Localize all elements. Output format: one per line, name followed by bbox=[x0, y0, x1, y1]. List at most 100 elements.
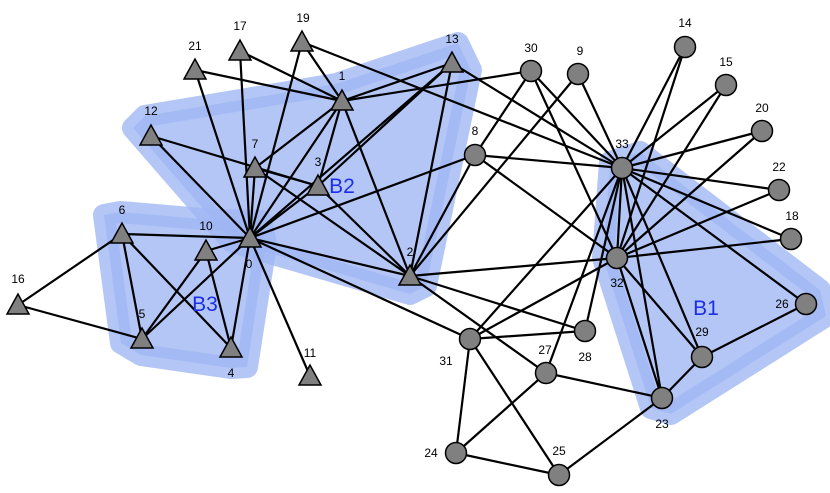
node-label-32: 32 bbox=[610, 276, 624, 290]
node-label-24: 24 bbox=[424, 446, 438, 460]
node-33-circle[interactable] bbox=[610, 156, 634, 180]
edge-1-30 bbox=[340, 69, 533, 103]
edge-6-16 bbox=[16, 232, 124, 307]
node-22-circle[interactable] bbox=[767, 178, 791, 202]
node-label-5: 5 bbox=[139, 307, 146, 321]
node-16-triangle[interactable] bbox=[5, 292, 31, 315]
node-23-circle[interactable] bbox=[650, 386, 674, 410]
edge-14-32 bbox=[615, 45, 687, 260]
node-labels: 0123456789101112131415161718192021222324… bbox=[11, 11, 799, 460]
edge-2-3 bbox=[316, 184, 412, 278]
node-1-triangle[interactable] bbox=[329, 88, 355, 111]
node-label-9: 9 bbox=[577, 44, 584, 58]
edge-1-19 bbox=[300, 40, 344, 103]
node-label-28: 28 bbox=[578, 350, 592, 364]
node-10-triangle[interactable] bbox=[193, 238, 219, 261]
node-label-13: 13 bbox=[445, 32, 459, 46]
edge-13-33 bbox=[450, 61, 624, 170]
edge-1-2 bbox=[340, 99, 412, 278]
node-3-triangle[interactable] bbox=[305, 173, 331, 196]
node-label-6: 6 bbox=[119, 203, 126, 217]
edge-1-13 bbox=[340, 61, 454, 103]
node-7-triangle[interactable] bbox=[242, 155, 268, 178]
edge-26-29 bbox=[700, 302, 808, 359]
node-label-3: 3 bbox=[315, 155, 322, 169]
node-label-27: 27 bbox=[538, 343, 552, 357]
edge-18-32 bbox=[615, 237, 793, 260]
edge-0-17 bbox=[238, 49, 252, 240]
node-29-circle[interactable] bbox=[690, 345, 714, 369]
edge-24-27 bbox=[454, 371, 548, 455]
node-label-1: 1 bbox=[339, 69, 346, 83]
edge-24-25 bbox=[454, 451, 561, 477]
edge-0-2 bbox=[248, 236, 412, 278]
node-label-29: 29 bbox=[695, 325, 709, 339]
edge-24-31 bbox=[454, 337, 472, 455]
node-12-triangle[interactable] bbox=[138, 123, 164, 146]
node-5-triangle[interactable] bbox=[129, 326, 155, 349]
node-label-15: 15 bbox=[719, 55, 733, 69]
block-hull-b2 bbox=[122, 32, 482, 305]
edge-2-8 bbox=[408, 153, 477, 278]
edge-0-8 bbox=[248, 153, 477, 240]
edge-0-19 bbox=[248, 40, 304, 240]
edge-3-12 bbox=[149, 134, 320, 188]
node-label-4: 4 bbox=[228, 366, 235, 380]
edge-15-33 bbox=[620, 83, 728, 170]
node-13-triangle[interactable] bbox=[439, 50, 465, 73]
edge-0-21 bbox=[193, 68, 252, 240]
edge-28-31 bbox=[468, 329, 587, 341]
node-11-triangle[interactable] bbox=[297, 363, 323, 386]
node-4-triangle[interactable] bbox=[218, 335, 244, 358]
node-24-circle[interactable] bbox=[444, 441, 468, 465]
node-25-circle[interactable] bbox=[547, 463, 571, 487]
edge-8-32 bbox=[473, 153, 619, 260]
node-6-triangle[interactable] bbox=[109, 221, 135, 244]
block-label-b1: B1 bbox=[693, 297, 719, 320]
node-20-circle[interactable] bbox=[750, 119, 774, 143]
node-30-circle[interactable] bbox=[519, 59, 543, 83]
block-label-b3: B3 bbox=[192, 293, 218, 316]
node-label-31: 31 bbox=[439, 354, 453, 368]
edge-31-33 bbox=[468, 166, 624, 341]
edge-0-11 bbox=[248, 236, 312, 378]
node-label-11: 11 bbox=[304, 346, 317, 360]
node-26-circle[interactable] bbox=[794, 292, 818, 316]
node-label-26: 26 bbox=[775, 297, 789, 311]
node-21-triangle[interactable] bbox=[182, 57, 208, 80]
edge-30-32 bbox=[529, 69, 619, 260]
edge-27-33 bbox=[544, 166, 624, 375]
node-label-16: 16 bbox=[11, 272, 25, 286]
node-28-circle[interactable] bbox=[573, 319, 597, 343]
node-19-triangle[interactable] bbox=[289, 29, 315, 52]
node-27-circle[interactable] bbox=[534, 361, 558, 385]
edge-9-33 bbox=[576, 72, 624, 170]
node-9-circle[interactable] bbox=[566, 62, 590, 86]
edge-5-6 bbox=[120, 232, 144, 341]
edge-2-28 bbox=[408, 274, 587, 333]
block-hull-b1 bbox=[592, 141, 830, 425]
edge-0-6 bbox=[120, 232, 252, 240]
edge-5-10 bbox=[140, 249, 208, 341]
edge-1-21 bbox=[193, 68, 344, 103]
edge-19-33 bbox=[300, 40, 624, 170]
node-32-circle[interactable] bbox=[605, 246, 629, 270]
node-14-circle[interactable] bbox=[673, 35, 697, 59]
node-0-triangle[interactable] bbox=[237, 225, 263, 248]
edge-28-33 bbox=[583, 166, 624, 333]
node-18-circle[interactable] bbox=[779, 227, 803, 251]
node-2-triangle[interactable] bbox=[397, 263, 423, 286]
edge-26-33 bbox=[620, 166, 808, 306]
node-label-10: 10 bbox=[199, 219, 213, 233]
edge-25-31 bbox=[468, 337, 561, 477]
node-8-circle[interactable] bbox=[463, 143, 487, 167]
node-17-triangle[interactable] bbox=[227, 38, 253, 61]
node-label-22: 22 bbox=[772, 160, 786, 174]
node-31-circle[interactable] bbox=[458, 327, 482, 351]
node-label-0: 0 bbox=[246, 257, 253, 271]
edge-2-32 bbox=[408, 256, 619, 278]
node-15-circle[interactable] bbox=[714, 73, 738, 97]
edge-29-33 bbox=[620, 166, 704, 359]
